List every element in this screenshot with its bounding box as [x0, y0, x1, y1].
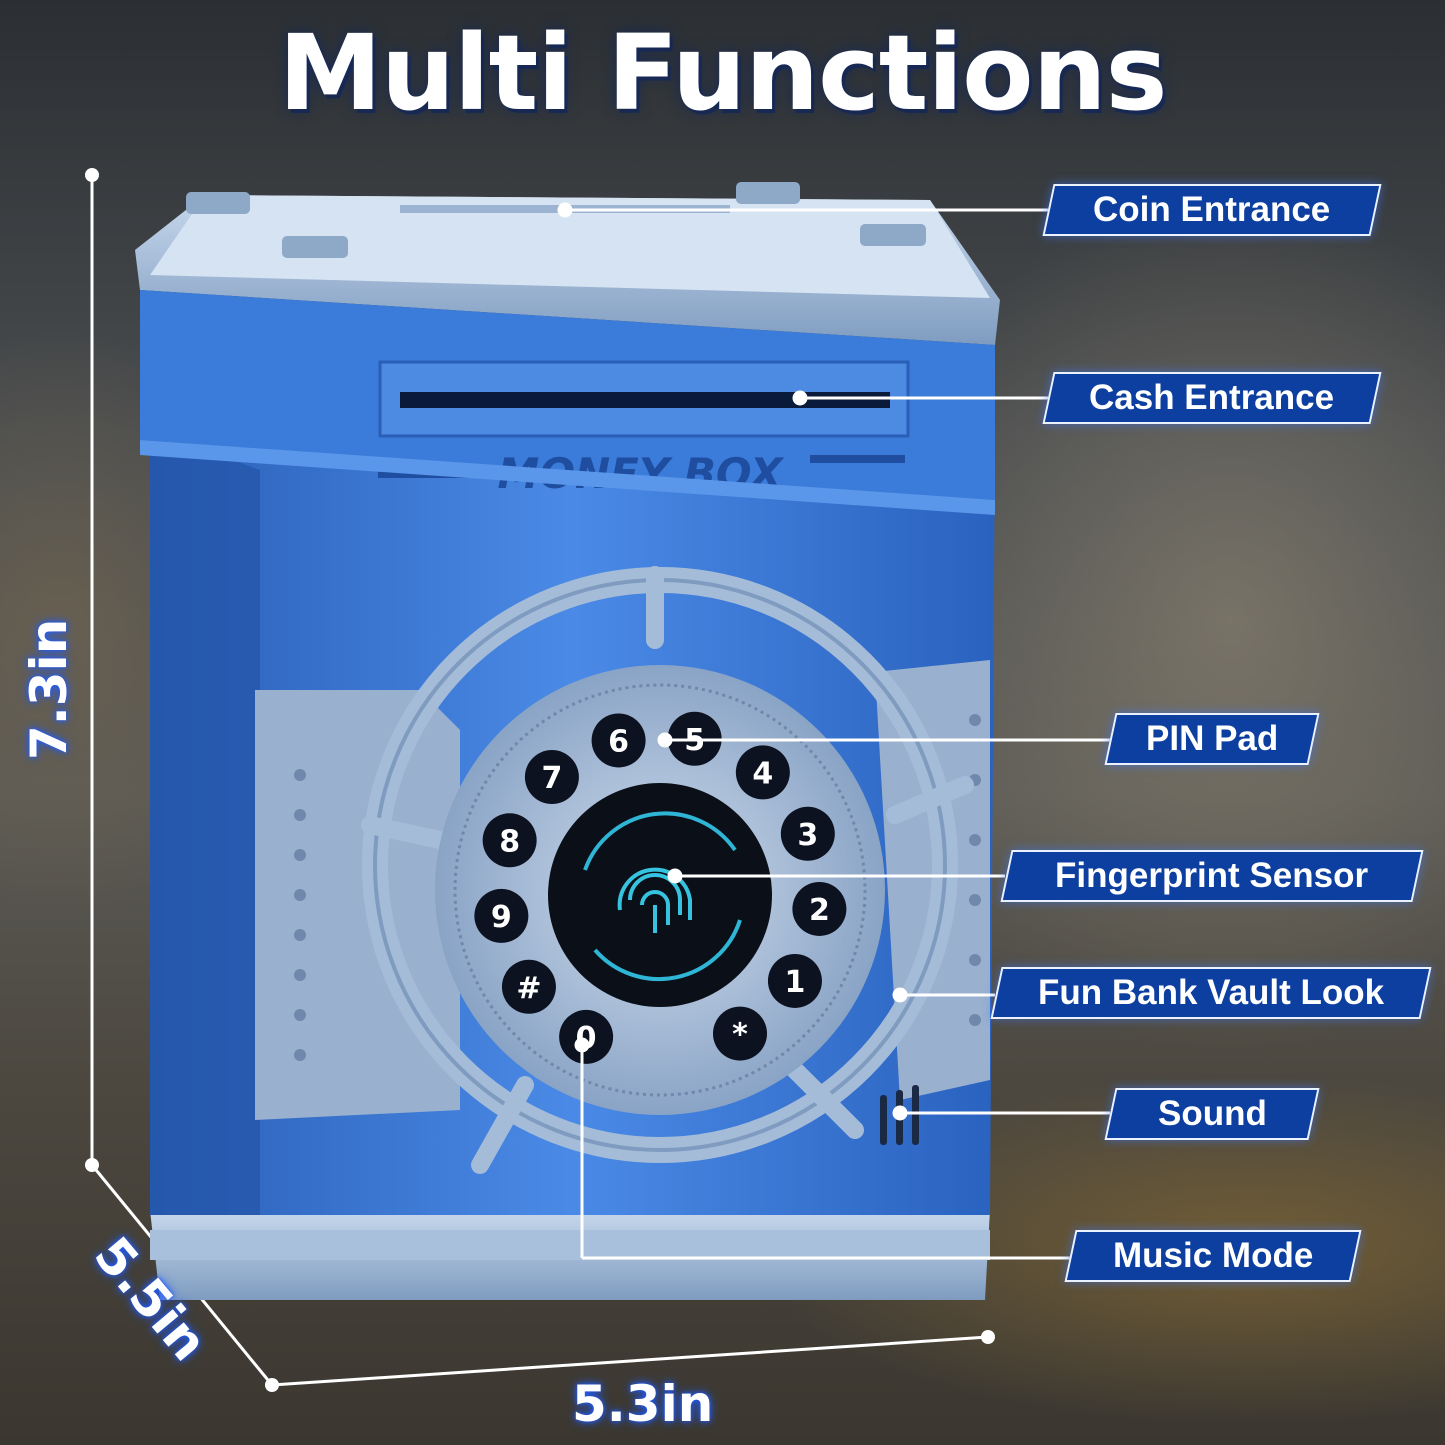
- key-label: 4: [752, 756, 773, 791]
- label-pin-pad: PIN Pad: [1104, 713, 1320, 765]
- key-label: 2: [809, 893, 830, 928]
- key-button[interactable]: [735, 745, 790, 800]
- key-button[interactable]: [474, 888, 529, 943]
- label-cash-entrance: Cash Entrance: [1042, 372, 1382, 424]
- key-label: 1: [785, 965, 806, 1000]
- key-label: 8: [499, 824, 520, 859]
- label-sound: Sound: [1104, 1088, 1320, 1140]
- dimension-height: 7.3in: [20, 618, 78, 760]
- key-button[interactable]: [591, 713, 646, 768]
- key-button[interactable]: [792, 881, 847, 936]
- label-vault-look: Fun Bank Vault Look: [990, 967, 1432, 1019]
- label-coin-entrance: Coin Entrance: [1042, 184, 1382, 236]
- key-button[interactable]: [524, 750, 579, 805]
- key-button[interactable]: [780, 806, 835, 861]
- key-button[interactable]: [482, 813, 537, 868]
- label-music-mode: Music Mode: [1064, 1230, 1362, 1282]
- callout-lines: [557, 202, 1110, 1260]
- key-label: 6: [608, 724, 629, 759]
- key-label: *: [732, 1018, 748, 1053]
- key-label: #: [516, 971, 541, 1006]
- label-fingerprint-sensor: Fingerprint Sensor: [1000, 850, 1424, 902]
- key-label: 7: [541, 761, 562, 796]
- key-button[interactable]: [501, 959, 556, 1014]
- key-label: 3: [797, 818, 818, 853]
- key-button[interactable]: [713, 1006, 767, 1061]
- key-button[interactable]: [559, 1009, 614, 1064]
- page-title: Multi Functions: [278, 12, 1167, 134]
- key-label: 9: [491, 900, 512, 935]
- dimension-width: 5.3in: [572, 1375, 714, 1433]
- key-button[interactable]: [767, 953, 822, 1008]
- fingerprint-icon[interactable]: [617, 867, 692, 933]
